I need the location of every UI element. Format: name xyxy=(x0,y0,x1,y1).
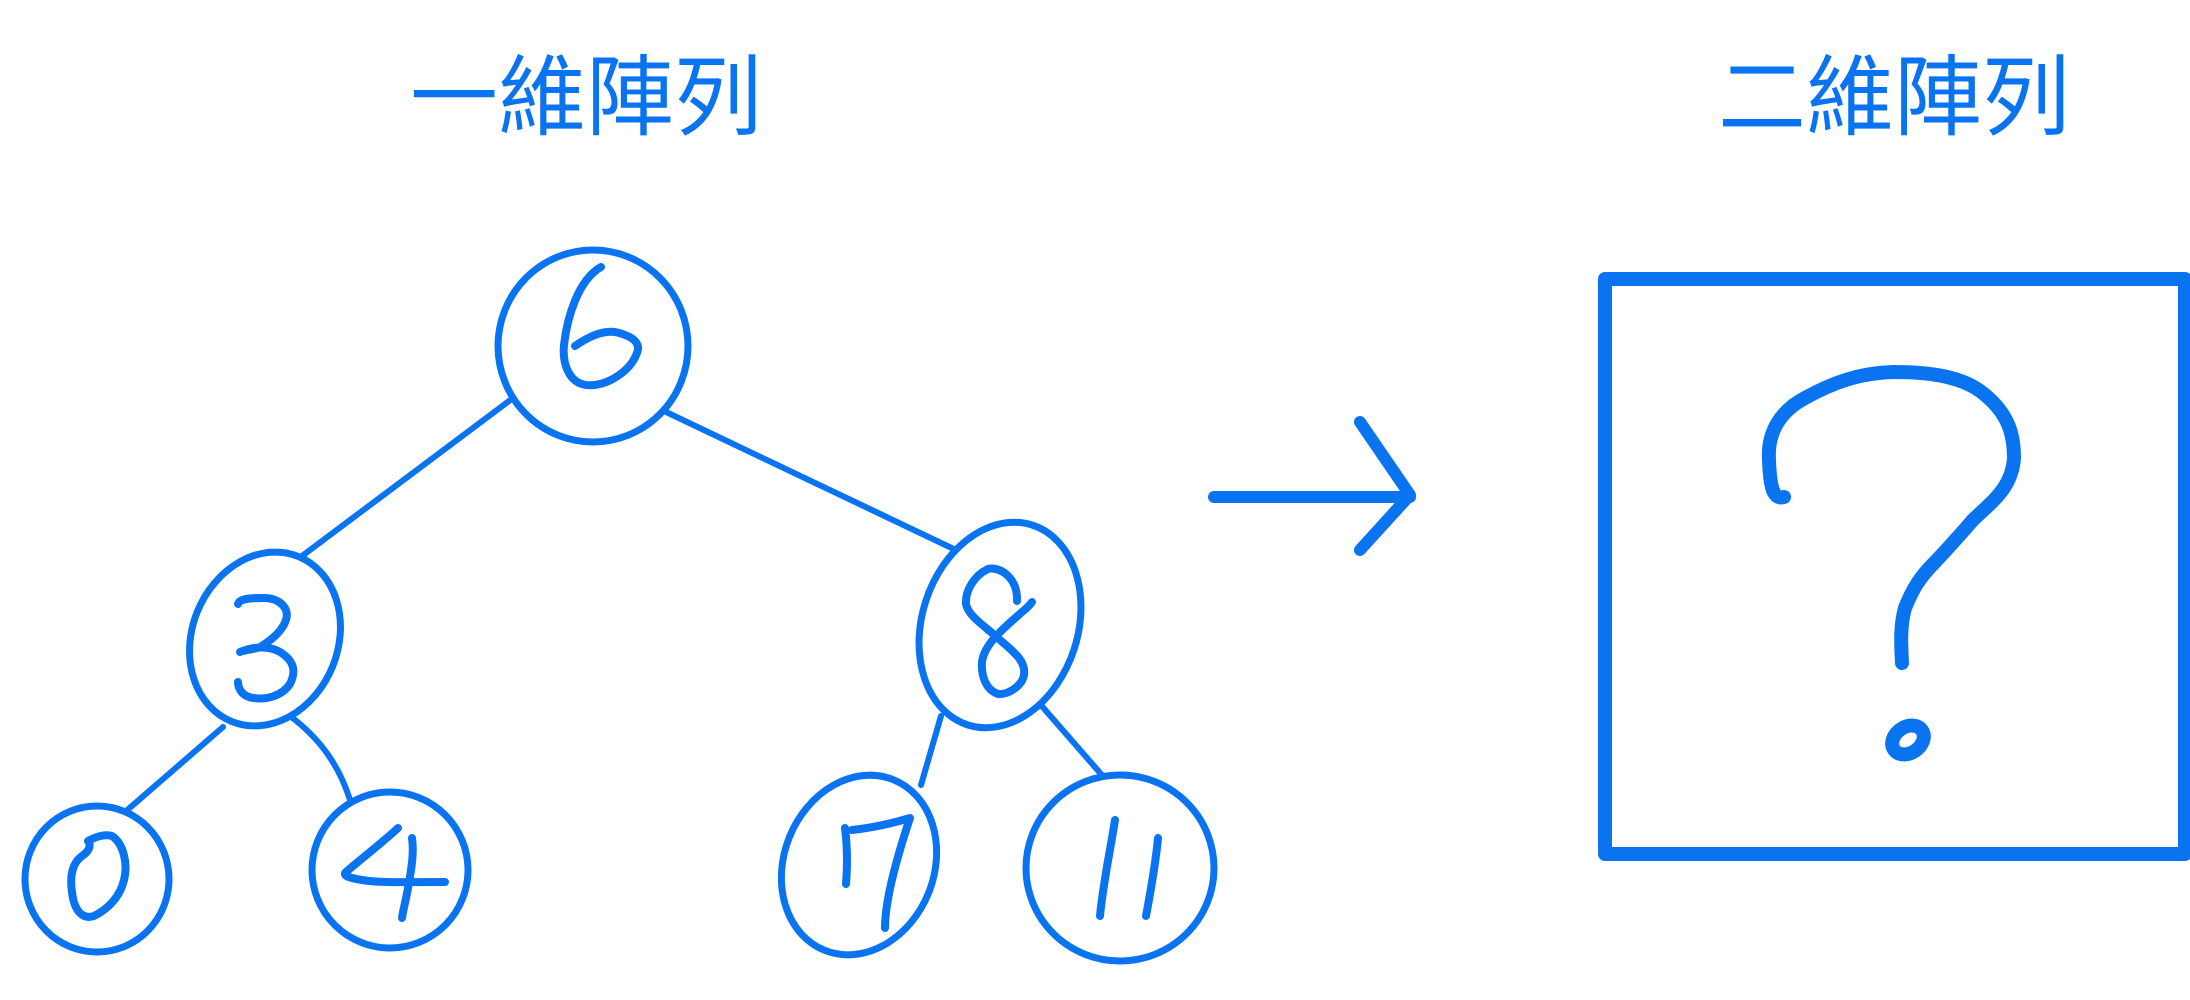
digit-7 xyxy=(841,814,914,932)
array-box-frame xyxy=(1598,272,2190,861)
digit-11 xyxy=(1096,816,1162,920)
node-circle xyxy=(308,788,472,952)
digit-8 xyxy=(961,564,1036,699)
edge-6-3 xyxy=(299,395,516,559)
node-circle xyxy=(21,802,173,956)
node-circle xyxy=(494,246,692,446)
tree-node-3 xyxy=(186,548,344,730)
node-circle xyxy=(1022,771,1218,965)
question-mark-dot xyxy=(1885,718,1931,762)
right-arrow-icon xyxy=(1208,416,1416,556)
node-circle xyxy=(915,518,1085,732)
digit-0 xyxy=(67,831,130,921)
tree-node-0 xyxy=(21,802,173,956)
tree-node-8 xyxy=(915,518,1085,732)
tree-edges xyxy=(122,395,1104,815)
heading-1d-array: 一維陣列 xyxy=(410,46,762,149)
edge-8-7 xyxy=(918,713,944,788)
unknown-2d-array-box xyxy=(1598,272,2190,861)
edge-3-0 xyxy=(122,724,226,815)
digit-4 xyxy=(341,824,449,922)
arrow-head xyxy=(1354,416,1416,556)
node-circle xyxy=(777,771,941,959)
edge-8-11 xyxy=(1037,701,1104,777)
tree-node-11 xyxy=(1022,771,1218,965)
tree-node-7 xyxy=(777,771,941,959)
tree-node-4 xyxy=(308,788,472,952)
digit-3 xyxy=(234,594,298,703)
tree-node-6 xyxy=(494,246,692,446)
edge-3-4 xyxy=(287,713,353,803)
heading-2d-array: 二維陣列 xyxy=(1718,46,2070,149)
digit-6 xyxy=(559,263,642,390)
edge-6-8 xyxy=(661,408,961,554)
question-mark-icon xyxy=(1761,365,2021,670)
